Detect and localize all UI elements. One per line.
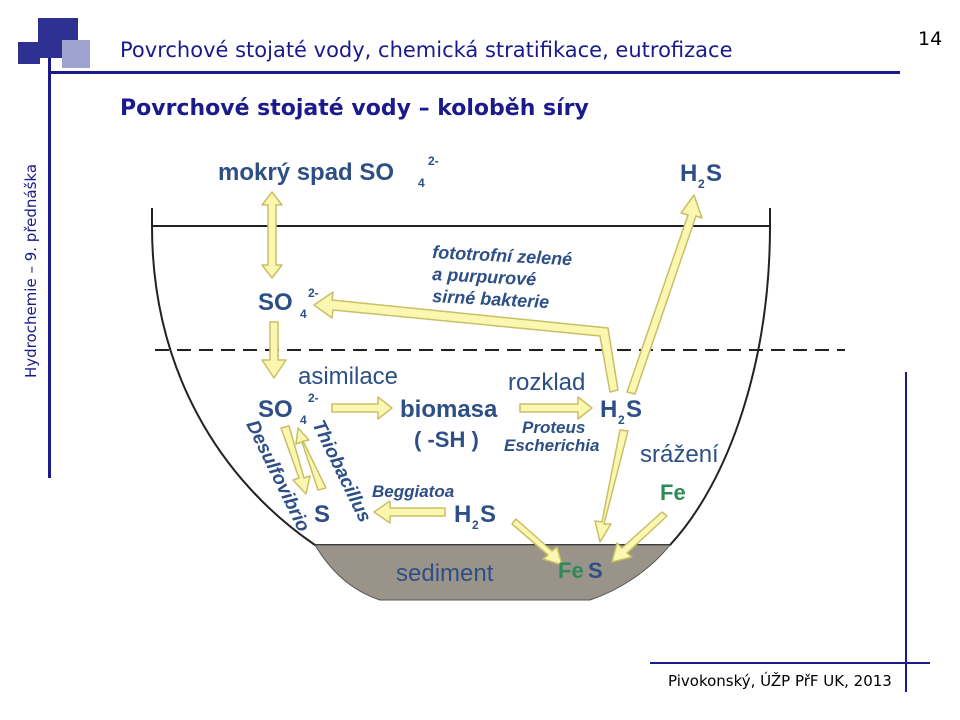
escherichia-label: Escherichia [504, 436, 599, 455]
bacteria-line-3: sirné bakterie [432, 286, 550, 312]
beggiatoa-label: Beggiatoa [372, 482, 454, 501]
arrow-so4-down [261, 321, 287, 379]
h2s-atmosphere-s: S [706, 160, 722, 187]
header-rule [48, 71, 900, 74]
arrow-fe-to-fes [611, 511, 668, 563]
h2s-low-sub: 2 [472, 518, 479, 532]
so4-upper-label: SO [258, 289, 293, 316]
h2s-mid-h: H [600, 396, 617, 423]
h2s-low-s: S [480, 501, 496, 528]
corner-square-small [18, 42, 40, 64]
footer-credit: Pivokonský, ÚŽP PřF UK, 2013 [668, 672, 892, 690]
arrow-h2s-to-fes-low [511, 518, 563, 566]
footer-rule-vertical [905, 372, 907, 692]
h2s-mid-sub: 2 [618, 413, 625, 427]
so4-lower-sup: 2- [308, 391, 319, 405]
h2s-mid-s: S [626, 396, 642, 423]
arrow-desulfovibrio [280, 425, 311, 495]
arrows [261, 191, 703, 566]
arrow-assimilation [331, 396, 393, 420]
fes-fe-label: Fe [558, 558, 584, 583]
proteus-label: Proteus [522, 418, 585, 437]
page-title: Povrchové stojaté vody, chemická stratif… [120, 38, 733, 62]
arrow-deposition-exchange [261, 191, 283, 279]
sediment-label: sediment [396, 560, 494, 587]
biomass-label: biomasa [400, 396, 498, 423]
so4-upper-sub: 4 [300, 307, 307, 321]
sh-group-label: ( -SH ) [414, 427, 479, 452]
fes-s-label: S [588, 558, 603, 583]
fe-label: Fe [660, 480, 686, 505]
decomposition-label: rozklad [508, 369, 585, 396]
arrow-beggiatoa [373, 500, 446, 524]
wet-deposition-sub: 4 [418, 176, 425, 190]
sediment-layer [314, 544, 672, 601]
so4-lower-label: SO [258, 396, 293, 423]
wet-deposition-label: mokrý spad SO [218, 159, 394, 186]
bacteria-line-2: a purpurové [432, 264, 537, 289]
arrow-decomposition [519, 396, 593, 420]
so4-upper-sup: 2- [308, 286, 319, 300]
arrow-thiobacillus [295, 427, 327, 491]
page-subtitle: Povrchové stojaté vody – koloběh síry [120, 96, 589, 121]
h2s-atmosphere-sub: 2 [698, 177, 705, 191]
page-number: 14 [918, 28, 943, 50]
sulfur-label: S [314, 501, 330, 528]
precipitation-label: srážení [640, 441, 719, 468]
side-rule [48, 58, 51, 478]
arrow-h2s-escape [626, 194, 703, 395]
so4-lower-sub: 4 [300, 413, 307, 427]
arrow-h2s-to-fes [594, 429, 629, 543]
wet-deposition-sup: 2- [428, 154, 439, 168]
corner-square-light [62, 40, 90, 68]
assimilation-label: asimilace [298, 363, 398, 390]
arrow-bacteria-oxidation [313, 291, 619, 393]
footer-rule [650, 662, 930, 664]
h2s-atmosphere-h: H [680, 160, 697, 187]
h2s-low-h: H [454, 501, 471, 528]
